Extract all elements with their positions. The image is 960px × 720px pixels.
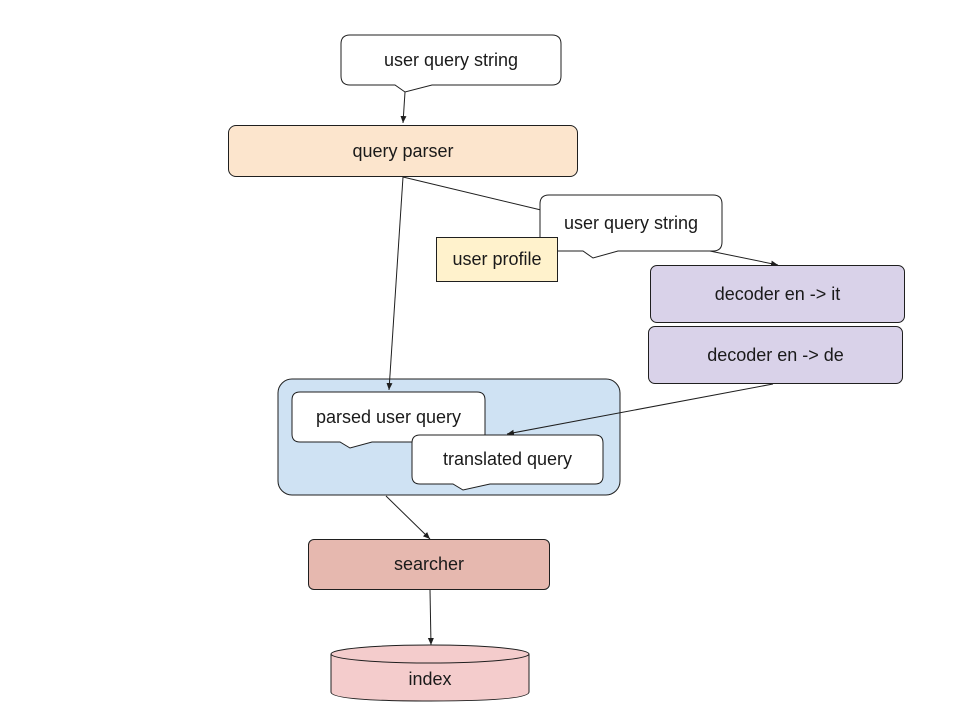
- decoder-en-de-label: decoder en -> de: [707, 344, 844, 365]
- translated-query-label: translated query: [442, 449, 573, 469]
- callout-shape-parsed-query: [291, 391, 486, 449]
- user-profile-label: user profile: [452, 249, 542, 269]
- query-parser-box[interactable]: query parser: [228, 125, 578, 177]
- searcher-label: searcher: [393, 554, 465, 574]
- edge-decoder-to-translated: [506, 383, 774, 436]
- user-query-string-top-label: user query string: [383, 49, 519, 70]
- user-query-string-mid-callout[interactable]: user query string: [540, 195, 722, 251]
- decoder-en-it-label: decoder en -> it: [714, 283, 841, 304]
- callout-shape-user-query-mid: [539, 194, 723, 259]
- user-query-string-top-callout[interactable]: user query string: [341, 35, 561, 85]
- decoder-en-de-box[interactable]: decoder en -> de: [648, 326, 903, 384]
- decoder-en-it-box[interactable]: decoder en -> it: [650, 265, 905, 323]
- callout-shape-translated-query: [411, 434, 604, 491]
- user-profile-box[interactable]: user profile: [436, 237, 558, 282]
- searcher-box[interactable]: searcher: [308, 539, 550, 590]
- index-database-icon: [330, 644, 530, 702]
- translated-query-callout[interactable]: translated query: [412, 435, 603, 484]
- index-label: index: [408, 668, 452, 689]
- index-callout[interactable]: index: [331, 663, 529, 695]
- edge-parser-to-mid-query: [402, 176, 542, 211]
- query-parser-label: query parser: [352, 140, 454, 161]
- edge-group-to-searcher: [385, 495, 431, 540]
- parsed-user-query-callout[interactable]: parsed user query: [292, 392, 485, 442]
- edge-parser-to-parsed-query: [386, 176, 404, 391]
- callout-shape-user-query-top: [340, 34, 562, 93]
- user-query-string-mid-label: user query string: [563, 212, 699, 233]
- edge-searcher-to-index: [427, 589, 434, 646]
- parsed-user-query-label: parsed user query: [315, 406, 462, 427]
- edge-top-query-to-parser: [400, 91, 407, 124]
- edge-mid-query-to-decoder: [704, 249, 779, 267]
